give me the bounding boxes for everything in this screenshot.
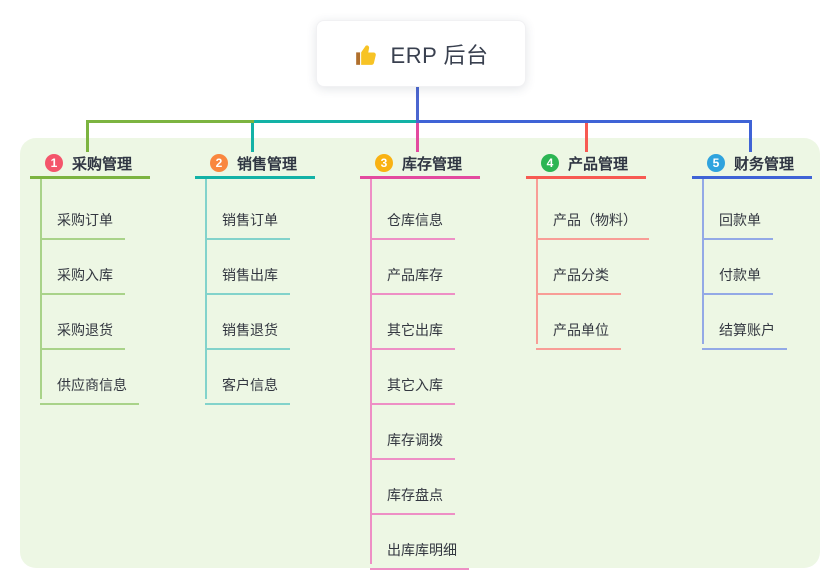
branch-number-badge: 1 (45, 154, 63, 172)
thumbs-up-icon (355, 44, 376, 65)
branch-title[interactable]: 5 财务管理 (692, 150, 812, 179)
child-item[interactable]: 产品单位 (536, 310, 621, 350)
child-item-label: 库存盘点 (387, 487, 443, 503)
child-item[interactable]: 其它出库 (370, 310, 455, 350)
branch-number-badge: 4 (541, 154, 559, 172)
child-item[interactable]: 出库库明细 (370, 530, 469, 570)
branch-number-badge: 3 (375, 154, 393, 172)
child-item[interactable]: 产品库存 (370, 255, 455, 295)
child-item[interactable]: 销售退货 (205, 310, 290, 350)
child-item[interactable]: 产品（物料） (536, 200, 649, 240)
child-item-label: 销售订单 (222, 212, 278, 228)
branch-number-badge: 2 (210, 154, 228, 172)
child-item-label: 库存调拨 (387, 432, 443, 448)
trunk-segment (417, 120, 751, 123)
branch-number-badge: 5 (707, 154, 725, 172)
branch-title[interactable]: 4 产品管理 (526, 150, 646, 179)
child-item[interactable]: 采购退货 (40, 310, 125, 350)
child-item-label: 销售退货 (222, 322, 278, 338)
branch-trunk-line (702, 179, 704, 344)
branch-trunk-line (536, 179, 538, 344)
child-item[interactable]: 回款单 (702, 200, 773, 240)
child-item[interactable]: 仓库信息 (370, 200, 455, 240)
child-item[interactable]: 库存调拨 (370, 420, 455, 460)
child-item[interactable]: 付款单 (702, 255, 773, 295)
branch-title[interactable]: 2 销售管理 (195, 150, 315, 179)
branch-riser-line (251, 120, 254, 152)
branch-title-label: 财务管理 (734, 155, 795, 173)
branch-title-label: 采购管理 (72, 155, 133, 173)
trunk-segment (86, 120, 254, 123)
child-item[interactable]: 客户信息 (205, 365, 290, 405)
child-item[interactable]: 产品分类 (536, 255, 621, 295)
trunk-segment (254, 120, 417, 123)
child-item[interactable]: 销售订单 (205, 200, 290, 240)
child-item-label: 产品库存 (387, 267, 443, 283)
root-connector-line (416, 85, 419, 123)
child-item-label: 其它出库 (387, 322, 443, 338)
root-node[interactable]: ERP 后台 (316, 20, 526, 87)
child-item[interactable]: 结算账户 (702, 310, 787, 350)
child-item[interactable]: 销售出库 (205, 255, 290, 295)
child-item-label: 采购退货 (57, 322, 113, 338)
child-item-label: 付款单 (719, 267, 761, 283)
branch-riser-line (585, 120, 588, 152)
child-item[interactable]: 库存盘点 (370, 475, 455, 515)
child-item-label: 客户信息 (222, 377, 278, 393)
child-item[interactable]: 采购订单 (40, 200, 125, 240)
child-item-label: 销售出库 (222, 267, 278, 283)
child-item-label: 产品（物料） (553, 212, 637, 228)
child-item-label: 其它入库 (387, 377, 443, 393)
child-item[interactable]: 供应商信息 (40, 365, 139, 405)
branch-riser-line (86, 120, 89, 152)
branch-title[interactable]: 1 采购管理 (30, 150, 150, 179)
child-item-label: 仓库信息 (387, 212, 443, 228)
child-item-label: 产品分类 (553, 267, 609, 283)
branch-trunk-line (370, 179, 372, 564)
child-item-label: 供应商信息 (57, 377, 127, 393)
branch-trunk-line (40, 179, 42, 399)
child-item-label: 采购入库 (57, 267, 113, 283)
branch-riser-line (749, 120, 752, 152)
child-item-label: 出库库明细 (387, 542, 457, 558)
branch-title-label: 库存管理 (402, 155, 463, 173)
child-item-label: 回款单 (719, 212, 761, 228)
child-item-label: 产品单位 (553, 322, 609, 338)
root-node-label: ERP 后台 (390, 42, 489, 68)
branch-riser-line (416, 120, 419, 152)
child-item-label: 采购订单 (57, 212, 113, 228)
branch-title[interactable]: 3 库存管理 (360, 150, 480, 179)
branch-trunk-line (205, 179, 207, 399)
branch-title-label: 销售管理 (237, 155, 298, 173)
child-item[interactable]: 其它入库 (370, 365, 455, 405)
child-item[interactable]: 采购入库 (40, 255, 125, 295)
branch-title-label: 产品管理 (568, 155, 629, 173)
branches-panel (20, 138, 820, 568)
child-item-label: 结算账户 (719, 322, 775, 338)
